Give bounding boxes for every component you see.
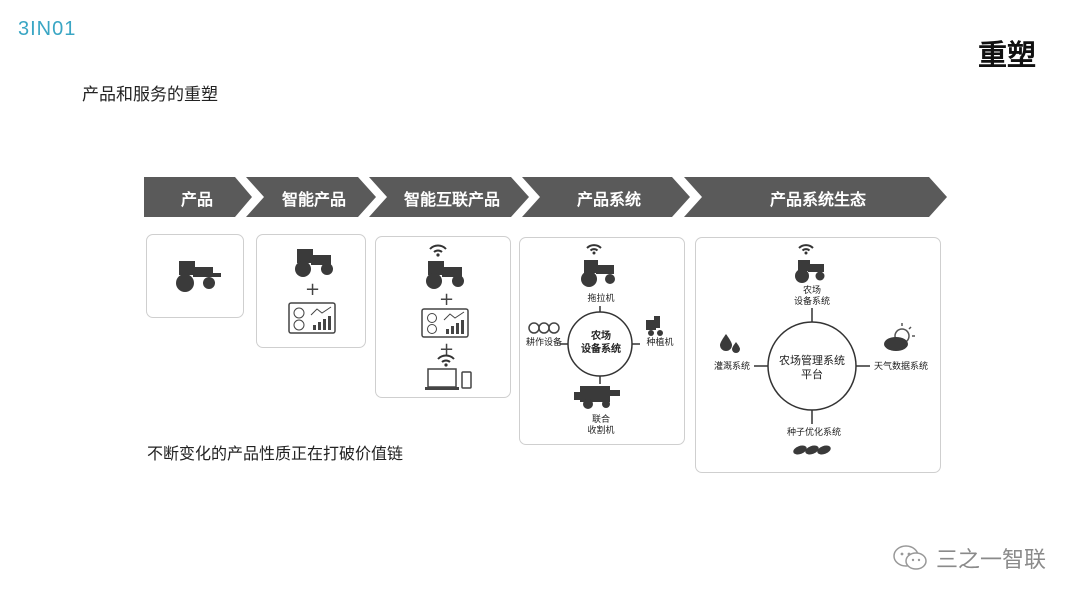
card-product (146, 234, 244, 318)
ecosystem-graphic (720, 244, 915, 455)
wifi-icon (437, 354, 455, 367)
farm-equipment-center-label: 农场 设备系统 (581, 331, 621, 355)
stage-arrow-5 (684, 177, 947, 217)
weather-data-label: 天气数据系统 (873, 362, 928, 372)
tillage-label: 耕作设备 (525, 338, 562, 348)
farm-equipment-label: 农场 设备系统 (793, 286, 830, 307)
tillage-equipment-icon (528, 322, 560, 334)
card-ecosystem: 农场管理系统 平台 农场 设备系统 灌溉系统 天气数据系统 种子优化系统 (695, 237, 941, 473)
page-title: 重塑 (977, 38, 1036, 72)
caption: 不断变化的产品性质正在打破价值链 (147, 444, 404, 463)
stage-label-product: 产品 (180, 190, 213, 209)
irrigation-label: 灌溉系统 (713, 362, 750, 372)
card-connected-product: + + (375, 236, 511, 398)
company-logo: 3IN01 (18, 18, 77, 40)
laptop-phone-icon (425, 368, 472, 390)
watermark-text: 三之一智联 (935, 548, 1046, 573)
tractor-icon (295, 249, 333, 277)
tractor-icon (176, 261, 221, 292)
seed-optimization-label: 种子优化系统 (786, 428, 841, 438)
stage-label-product-system: 产品系统 (576, 190, 641, 209)
wifi-icon (798, 244, 814, 255)
svg-text:+: + (439, 339, 454, 360)
stage-arrow-1 (144, 177, 252, 217)
wifi-icon (586, 244, 602, 255)
tractor-icon (795, 260, 825, 283)
weather-icon (884, 323, 915, 351)
dashboard-icon (421, 308, 469, 338)
connected-product-graphic: + + (421, 244, 472, 390)
planter-icon (646, 316, 663, 336)
seeds-icon (793, 445, 831, 455)
stage-label-ecosystem: 产品系统生态 (769, 190, 866, 209)
subtitle: 产品和服务的重塑 (82, 85, 218, 105)
smart-product-graphic: + (288, 249, 336, 334)
stage-label-smart-product: 智能产品 (281, 190, 346, 209)
combine-harvester-icon (574, 386, 620, 409)
card-product-system: 农场 设备系统 拖拉机 耕作设备 种植机 联合 收割机 (519, 237, 685, 445)
wechat-icon (893, 545, 927, 570)
dashboard-icon (288, 302, 336, 334)
svg-text:+: + (305, 279, 320, 300)
water-drops-icon (720, 334, 740, 353)
planter-label: 种植机 (646, 338, 674, 348)
tractor-label: 拖拉机 (587, 294, 615, 304)
stage-arrow-4 (522, 177, 690, 217)
wechat-watermark: 三之一智联 (892, 542, 1046, 574)
tractor-icon (426, 261, 464, 289)
card-smart-product: + (256, 234, 366, 348)
stage-arrow-2 (246, 177, 376, 217)
product-system-graphic (528, 244, 663, 409)
harvester-label: 联合 收割机 (587, 415, 615, 436)
wifi-icon (429, 244, 447, 257)
stage-label-connected-product: 智能互联产品 (403, 190, 500, 209)
tractor-icon (581, 260, 615, 287)
farm-management-center-label: 农场管理系统 平台 (779, 354, 845, 381)
svg-text:+: + (439, 289, 454, 310)
stage-arrow-3 (369, 177, 529, 217)
